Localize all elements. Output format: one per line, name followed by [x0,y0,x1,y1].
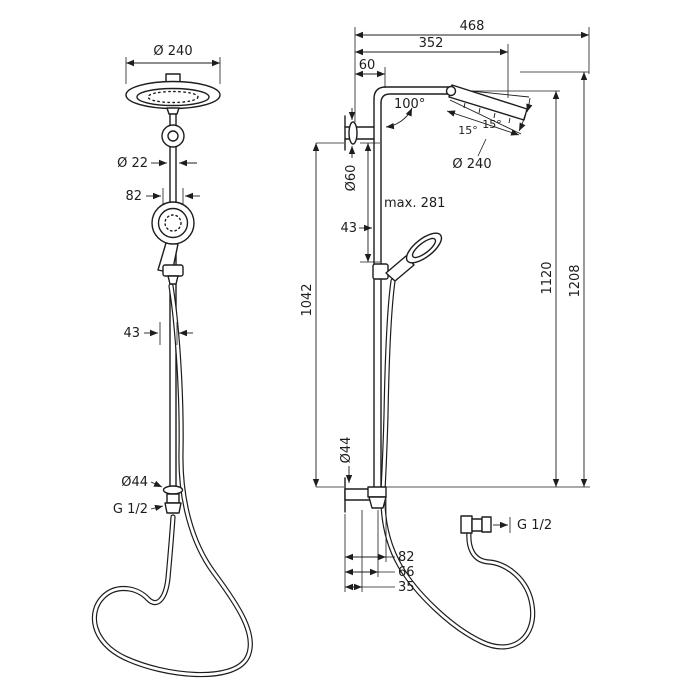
hose-fitting-side [460,515,492,534]
wall-bracket-front [161,124,185,148]
overhead-shower-front [125,73,221,115]
bottom-outlet-front [162,485,184,514]
front-outlet-diameter-label: Ø44 [121,475,148,490]
front-offset-82-label: 82 [125,189,142,204]
dim-side-escutcheon-diameter: Ø60 [344,108,359,191]
side-height-1120-label: 1120 [540,261,555,294]
dim-side-head-angle: 100° [385,97,425,130]
dim-front-thread: G 1/2 [113,502,164,517]
shower-pipe-front [169,112,177,489]
dim-side-overall-reach: 468 [355,19,589,39]
side-max-adjust-label: max. 281 [384,196,445,211]
bottom-outlet-side [344,477,387,513]
side-height-1208-label: 1208 [568,264,583,297]
hand-shower-side [372,232,443,282]
dim-side-thread: G 1/2 [493,517,552,533]
dim-side-height-1120: 1120 [540,91,560,487]
dim-side-wall-offset: 60 [355,58,385,78]
side-depth-82-label: 82 [398,550,415,565]
shower-hose-side [380,278,536,650]
shower-pipe-side [373,86,450,488]
dim-front-head-diameter: Ø 240 [125,44,221,84]
dim-side-offset-43: 43 [340,221,372,236]
side-pipe-height-label: 1042 [300,283,315,316]
side-arm-reach-label: 352 [419,36,444,51]
side-outlet-diameter-label: Ø44 [339,437,354,464]
side-head-angle-label: 100° [394,97,425,112]
dim-side-head-diameter: Ø 240 [446,110,520,172]
front-offset-43-label: 43 [123,326,140,341]
dim-side-pipe-height: 1042 [300,143,320,487]
wall-bracket-side [344,115,375,151]
front-thread-label: G 1/2 [113,502,148,517]
front-head-diameter-label: Ø 240 [153,44,192,59]
dim-side-arm-reach: 352 [355,36,508,56]
side-view: 468 352 60 [300,19,590,650]
side-wall-offset-label: 60 [359,58,376,73]
dim-front-pipe-diameter: Ø 22 [117,156,197,171]
side-head-diameter-label: Ø 240 [452,157,491,172]
side-depth-35-label: 35 [398,580,415,595]
shower-hose-front [91,283,253,678]
dim-front-offset-43: 43 [123,322,193,345]
dim-side-bottom-depths: 82 66 35 [344,499,415,595]
side-tilt-upper-label: 15° [458,124,478,137]
side-offset-43-label: 43 [340,221,357,236]
front-view: Ø 240 Ø 22 82 43 Ø44 G 1/2 [91,44,253,678]
side-overall-reach-label: 468 [460,19,485,34]
dim-front-outlet-diameter: Ø44 [121,475,163,490]
dim-side-height-1208: 1208 [568,72,588,487]
side-thread-label: G 1/2 [517,518,552,533]
side-depth-66-label: 66 [398,565,415,580]
dim-side-outlet-diameter: Ø44 [339,437,354,483]
side-escutcheon-diameter-label: Ø60 [344,165,359,192]
hand-shower-front [151,201,195,285]
front-pipe-diameter-label: Ø 22 [117,156,148,171]
side-tilt-lower-label: 15° [482,118,502,131]
dim-front-offset-82: 82 [125,188,200,204]
dim-side-max-adjust: max. 281 [360,142,445,263]
